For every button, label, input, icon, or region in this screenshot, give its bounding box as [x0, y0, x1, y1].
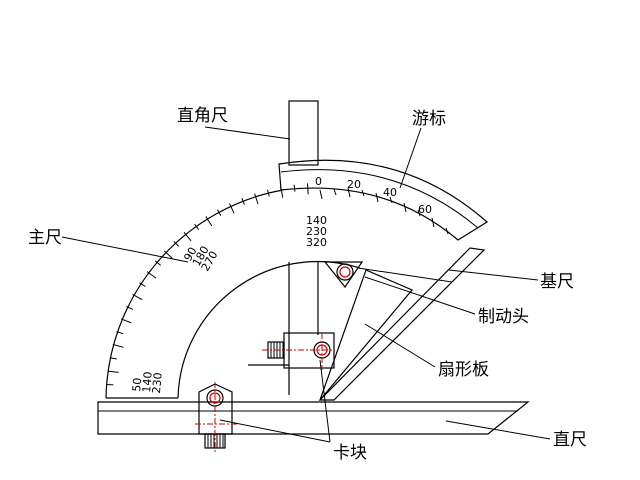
vernier-tick: [319, 189, 323, 200]
vernier-tick: [361, 189, 365, 197]
vernier-num-20: 20: [347, 178, 361, 191]
clamp-block-knob-knurl: [204, 434, 224, 448]
main-num-230-low: 230: [150, 372, 165, 394]
main-scale-tick: [107, 370, 119, 373]
label-square-ruler: 直角尺: [177, 106, 228, 126]
vernier-ticks: [319, 187, 449, 235]
main-scale-tick: [163, 250, 173, 259]
square-ruler-top: [288, 100, 319, 166]
vernier-tick: [347, 187, 351, 198]
main-scale-tick: [116, 331, 124, 335]
main-scale-outer-arc: [105, 189, 284, 399]
base-ruler: [318, 247, 486, 401]
vernier-num-40: 40: [383, 186, 397, 199]
main-scale-tick: [154, 260, 162, 266]
brake-head-screw-inner: [339, 266, 351, 278]
main-scale-tick: [194, 223, 200, 230]
main-scale-tick: [267, 189, 270, 197]
straight-ruler: [97, 401, 530, 435]
vernier-tick: [417, 209, 421, 217]
leader-main-scale: [61, 236, 189, 263]
main-num-50: 50: [130, 377, 144, 392]
main-num-140-low: 140: [140, 371, 155, 393]
vernier-tick: [445, 227, 449, 235]
leader-square-ruler: [204, 126, 291, 140]
leader-vernier: [399, 127, 422, 189]
vernier-tick: [403, 202, 407, 213]
label-vernier: 游标: [412, 109, 446, 129]
main-scale-tick: [216, 209, 222, 216]
clamp-block: [198, 383, 233, 435]
main-num-group-upper-left: 90 180 270: [181, 244, 220, 274]
main-num-140: 140: [306, 214, 327, 227]
main-scale-tick: [205, 216, 213, 227]
main-scale-tick: [120, 318, 132, 324]
main-scale-tick: [183, 231, 192, 242]
vernier-tick: [375, 192, 379, 203]
label-straight-ruler: 直尺: [553, 430, 587, 450]
brake-head: [323, 261, 364, 289]
leader-straight-ruler: [445, 420, 551, 440]
brake-head-screw-outer: [336, 263, 354, 281]
main-num-230: 230: [306, 225, 327, 238]
main-scale-tick: [112, 344, 124, 348]
main-scale-tick: [229, 203, 235, 214]
label-brake-head: 制动头: [478, 307, 529, 327]
leader-clamp-block-b: [319, 359, 331, 443]
sector-plate-top: [357, 267, 453, 283]
main-scale-tick: [146, 271, 157, 279]
label-base-ruler: 基尺: [540, 272, 574, 292]
label-sector-plate: 扇形板: [438, 360, 489, 380]
main-scale-tick: [173, 240, 179, 247]
vernier-num-0: 0: [315, 175, 322, 188]
main-scale-tick: [254, 193, 259, 205]
sector-plate: [319, 269, 413, 401]
main-scale-tick: [139, 282, 146, 287]
main-scale-tick: [241, 197, 245, 205]
vernier-num-60: 60: [418, 203, 432, 216]
main-num-group-lower-left: 50 140 230: [130, 371, 165, 394]
leader-base-ruler: [448, 269, 539, 281]
leader-sector-plate: [364, 323, 436, 368]
label-main-scale: 主尺: [28, 228, 62, 248]
main-num-90: 90: [181, 245, 199, 264]
vernier-tick: [431, 217, 435, 228]
vernier-inner-line: [280, 169, 479, 229]
main-scale-tick: [109, 357, 117, 360]
leader-brake-head: [364, 276, 476, 315]
vernier-band: [278, 159, 489, 241]
main-num-320: 320: [306, 236, 327, 249]
main-scale-tick: [307, 183, 309, 195]
main-scale-tick: [126, 306, 134, 310]
main-scale-inner-arc: [177, 261, 361, 399]
leader-clamp-block-a: [219, 419, 331, 443]
main-scale-tick: [132, 293, 143, 301]
vernier-tick: [333, 188, 337, 196]
vernier-tick: [389, 196, 393, 204]
label-clamp-block: 卡块: [333, 443, 367, 463]
